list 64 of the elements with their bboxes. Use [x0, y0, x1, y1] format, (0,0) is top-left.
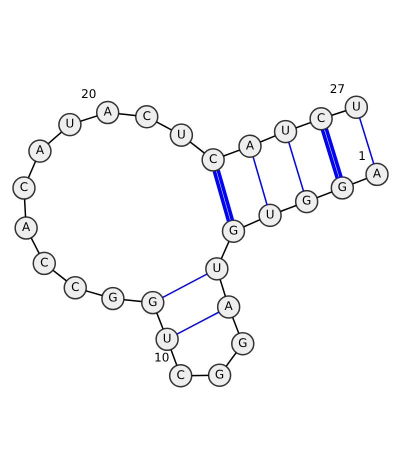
connector: [52, 270, 66, 282]
node-circle: A: [95, 100, 119, 124]
node-circle: A: [238, 134, 262, 158]
node-label: 1: [358, 149, 366, 164]
node-circle: A: [14, 216, 38, 240]
connector: [295, 122, 310, 129]
connector: [47, 132, 62, 144]
node-circle: C: [134, 105, 158, 128]
node-circle: U: [344, 96, 368, 119]
connector: [280, 204, 296, 212]
connector: [124, 298, 142, 302]
node-circle: G: [207, 364, 231, 387]
connector: [260, 135, 275, 143]
node-circle: A: [364, 162, 388, 186]
connector: [316, 191, 332, 198]
connector: [162, 273, 207, 298]
connector: [242, 219, 260, 228]
connector: [191, 374, 208, 376]
connector: [189, 141, 204, 154]
node-label: 10: [154, 350, 169, 364]
node-circle: C: [12, 176, 36, 200]
connector: [352, 178, 366, 185]
node-circle: G: [140, 290, 164, 314]
node-circle: G: [100, 286, 124, 310]
node-circle: C: [63, 276, 86, 300]
node-circle: C: [168, 364, 192, 388]
node-circle: U: [258, 204, 282, 228]
node-circle: U: [204, 257, 228, 281]
connector: [30, 238, 40, 254]
connector: [170, 350, 178, 366]
node-label: 20: [80, 87, 96, 102]
node-label: 27: [329, 82, 344, 96]
node-circle: G: [221, 220, 245, 243]
connector: [358, 118, 374, 164]
connector: [23, 199, 26, 217]
connector: [218, 279, 226, 296]
connector: [288, 142, 304, 192]
node-circle: U: [273, 120, 297, 144]
connector: [80, 115, 97, 122]
node-circle: A: [28, 139, 52, 163]
connector: [225, 352, 236, 367]
connector: [176, 312, 219, 335]
connector: [27, 160, 36, 178]
node-circle: C: [32, 252, 56, 276]
connector: [222, 149, 240, 157]
connector: [156, 121, 172, 131]
node-circle: G: [294, 190, 318, 214]
connector: [320, 128, 342, 179]
connector: [331, 110, 346, 116]
node-circle: U: [154, 328, 178, 352]
node-circle: A: [216, 295, 240, 319]
node-circle: C: [200, 148, 224, 172]
node-circle: G: [230, 332, 254, 356]
node-circle: G: [330, 176, 354, 200]
node-circle: C: [308, 107, 332, 130]
node-circle: U: [58, 112, 82, 136]
connector: [156, 312, 164, 330]
node-circle: U: [169, 123, 193, 147]
connector: [85, 290, 102, 296]
connector: [212, 170, 234, 222]
connector: [231, 317, 239, 334]
connector: [252, 156, 268, 205]
connector: [118, 112, 136, 116]
connector: [220, 241, 230, 259]
